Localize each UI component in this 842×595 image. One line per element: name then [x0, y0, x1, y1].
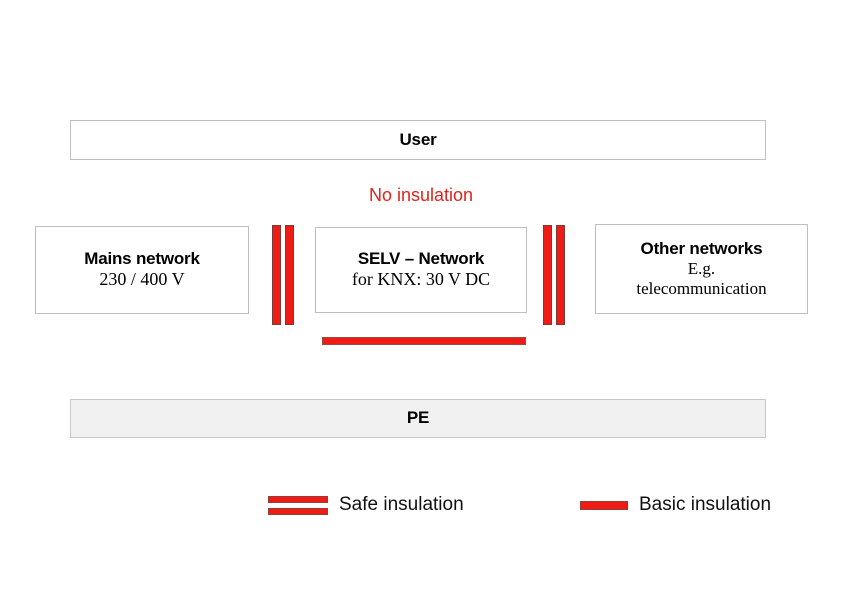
- mains-network-title: Mains network: [84, 249, 200, 269]
- safe-insulation-separator-right: [543, 225, 565, 325]
- basic-insulation-swatch-icon: [580, 500, 628, 510]
- selv-network-voltage: for KNX: 30 V DC: [351, 269, 491, 290]
- safe-insulation-separator-left: [272, 225, 294, 325]
- legend-item-safe-insulation: Safe insulation: [268, 494, 464, 516]
- insulation-bar: [543, 225, 552, 325]
- pe-band: PE: [70, 399, 766, 438]
- other-networks-example-line2: telecommunication: [636, 279, 767, 299]
- user-band-label: User: [399, 129, 437, 149]
- legend-label-safe-insulation: Safe insulation: [339, 494, 464, 515]
- legend-label-basic-insulation: Basic insulation: [639, 494, 772, 515]
- insulation-bar: [556, 225, 565, 325]
- insulation-bar: [268, 495, 328, 503]
- basic-insulation-bar: [322, 337, 526, 345]
- mains-network-voltage: 230 / 400 V: [99, 269, 185, 290]
- other-networks-title: Other networks: [640, 238, 763, 258]
- legend-item-basic-insulation: Basic insulation: [580, 494, 771, 516]
- other-networks-box: Other networks E.g. telecommunication: [595, 224, 808, 314]
- safe-insulation-swatch-icon: [268, 495, 328, 515]
- selv-network-box: SELV – Network for KNX: 30 V DC: [315, 227, 527, 313]
- pe-band-label: PE: [406, 408, 430, 428]
- mains-network-box: Mains network 230 / 400 V: [35, 226, 249, 314]
- insulation-bar: [272, 225, 281, 325]
- insulation-bar: [285, 225, 294, 325]
- other-networks-example-line1: E.g.: [687, 258, 716, 278]
- user-band: User: [70, 120, 766, 160]
- insulation-bar: [268, 507, 328, 515]
- legend: Safe insulation Basic insulation: [0, 488, 842, 534]
- selv-network-title: SELV – Network: [357, 249, 485, 269]
- no-insulation-label: No insulation: [368, 185, 474, 205]
